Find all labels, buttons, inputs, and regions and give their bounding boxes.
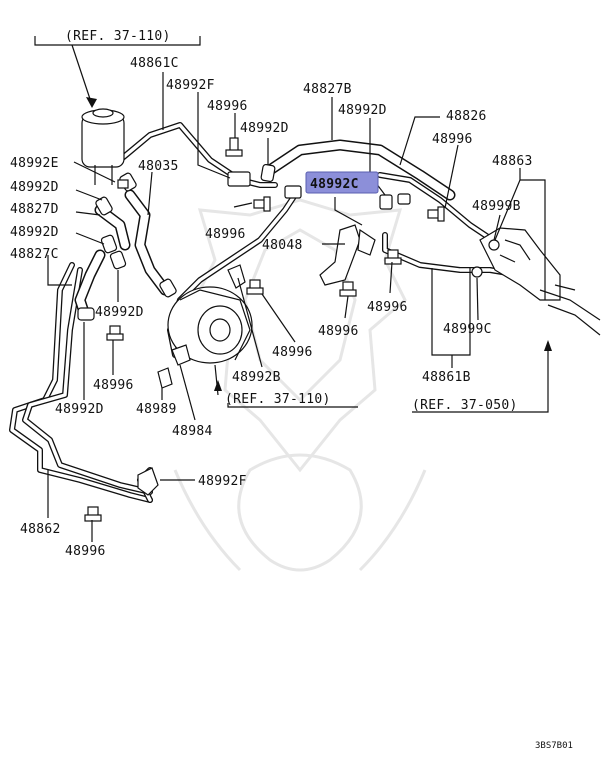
- bracket-48048: [319, 224, 376, 286]
- label-48996-c[interactable]: 48996: [205, 227, 246, 242]
- fitting-48992C: [284, 185, 411, 210]
- part-labels: (REF. 37-110) 48861C 48992F 48996 48992D…: [10, 29, 573, 751]
- label-48992D-f[interactable]: 48992D: [55, 402, 104, 417]
- ref-label-right[interactable]: (REF. 37-050): [412, 398, 518, 413]
- label-48996-b[interactable]: 48996: [432, 132, 473, 147]
- bolt-48996-b: [427, 206, 445, 222]
- bracket-48992F-lower: [137, 467, 159, 496]
- bolt-48996-h: [84, 506, 102, 522]
- label-48996-a[interactable]: 48996: [207, 99, 248, 114]
- label-48992F-low[interactable]: 48992F: [198, 474, 247, 489]
- label-48827C[interactable]: 48827C: [10, 247, 59, 262]
- hose-clamps: [77, 163, 500, 321]
- highlight-box: [305, 171, 379, 194]
- label-48992E[interactable]: 48992E: [10, 156, 59, 171]
- fitting-48992E: [117, 179, 129, 189]
- label-48989[interactable]: 48989: [136, 402, 177, 417]
- clamp-48984: [171, 344, 191, 366]
- power-steering-pump: [167, 286, 253, 364]
- watermark-emblem: [173, 198, 427, 572]
- leader-lines: [34, 36, 549, 542]
- drawing-code: 3BS7B01: [535, 741, 573, 751]
- label-48996-g[interactable]: 48996: [93, 378, 134, 393]
- label-48996-f[interactable]: 48996: [272, 345, 313, 360]
- ref-label-top[interactable]: (REF. 37-110): [65, 29, 171, 44]
- bolt-48996-d: [384, 249, 402, 265]
- label-48827B[interactable]: 48827B: [303, 82, 352, 97]
- label-48827D[interactable]: 48827D: [10, 202, 59, 217]
- label-48999B[interactable]: 48999B: [472, 199, 521, 214]
- label-48992C[interactable]: 48992C: [310, 177, 359, 192]
- label-48992F-top[interactable]: 48992F: [166, 78, 215, 93]
- bolt-48996-c: [253, 196, 271, 212]
- bolt-48996-a: [225, 137, 243, 157]
- bolt-48996-e: [339, 281, 357, 297]
- reservoir-tank: [81, 108, 125, 185]
- pipe-network: [9, 122, 543, 503]
- label-48861B[interactable]: 48861B: [422, 370, 471, 385]
- label-48992D-d[interactable]: 48992D: [10, 225, 59, 240]
- ref-arrows: [86, 97, 552, 391]
- label-48035[interactable]: 48035: [138, 159, 179, 174]
- bolts: [84, 137, 445, 522]
- label-48999C[interactable]: 48999C: [443, 322, 492, 337]
- label-48992D-a[interactable]: 48992D: [240, 121, 289, 136]
- label-48992B[interactable]: 48992B: [232, 370, 281, 385]
- fitting-48992F-top: [227, 171, 251, 187]
- bracket-48992B: [227, 264, 246, 289]
- label-48996-h[interactable]: 48996: [65, 544, 106, 559]
- label-48992D-c[interactable]: 48992D: [10, 180, 59, 195]
- bolt-48996-g: [106, 325, 124, 341]
- bolt-48996-f: [246, 279, 264, 295]
- label-48863[interactable]: 48863: [492, 154, 533, 169]
- label-48992D-e[interactable]: 48992D: [95, 305, 144, 320]
- label-48984[interactable]: 48984: [172, 424, 213, 439]
- label-48048[interactable]: 48048: [262, 238, 303, 253]
- steering-gear-box: [479, 227, 601, 336]
- label-48862[interactable]: 48862: [20, 522, 61, 537]
- label-48996-d[interactable]: 48996: [367, 300, 408, 315]
- label-48992D-b[interactable]: 48992D: [338, 103, 387, 118]
- ref-label-mid[interactable]: (REF. 37-110): [225, 392, 331, 407]
- label-48996-e[interactable]: 48996: [318, 324, 359, 339]
- label-48826[interactable]: 48826: [446, 109, 487, 124]
- clamp-48989: [157, 367, 173, 389]
- label-48861C[interactable]: 48861C: [130, 56, 179, 71]
